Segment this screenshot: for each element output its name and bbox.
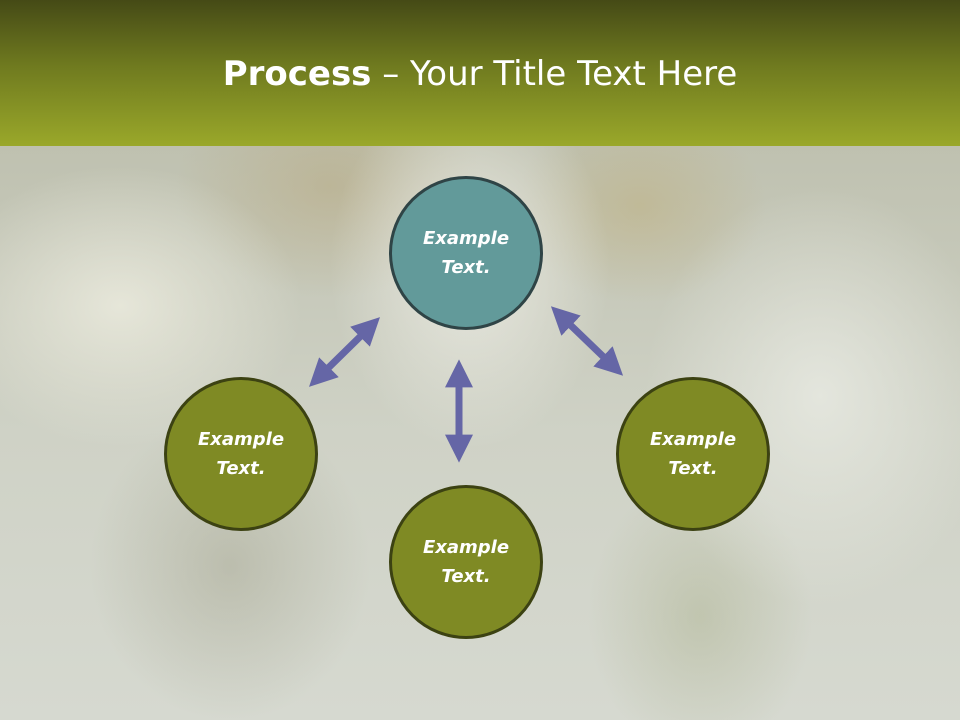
slide-title[interactable]: Process – Your Title Text Here [0,52,960,96]
node-top-label: Example Text. [422,228,510,278]
process-node-bottom[interactable]: Example Text. [389,485,543,639]
process-node-right[interactable]: Example Text. [616,377,770,531]
node-bottom-label: Example Text. [422,537,510,587]
title-bold: Process [222,54,372,94]
arrow-top-left [309,317,380,387]
node-right-label: Example Text. [649,429,737,479]
node-left-label: Example Text. [197,429,285,479]
title-bar: Process – Your Title Text Here [0,0,960,146]
title-rest: – Your Title Text Here [371,54,738,94]
process-node-left[interactable]: Example Text. [164,377,318,531]
process-node-top[interactable]: Example Text. [389,176,543,330]
arrow-top-right [550,306,624,376]
